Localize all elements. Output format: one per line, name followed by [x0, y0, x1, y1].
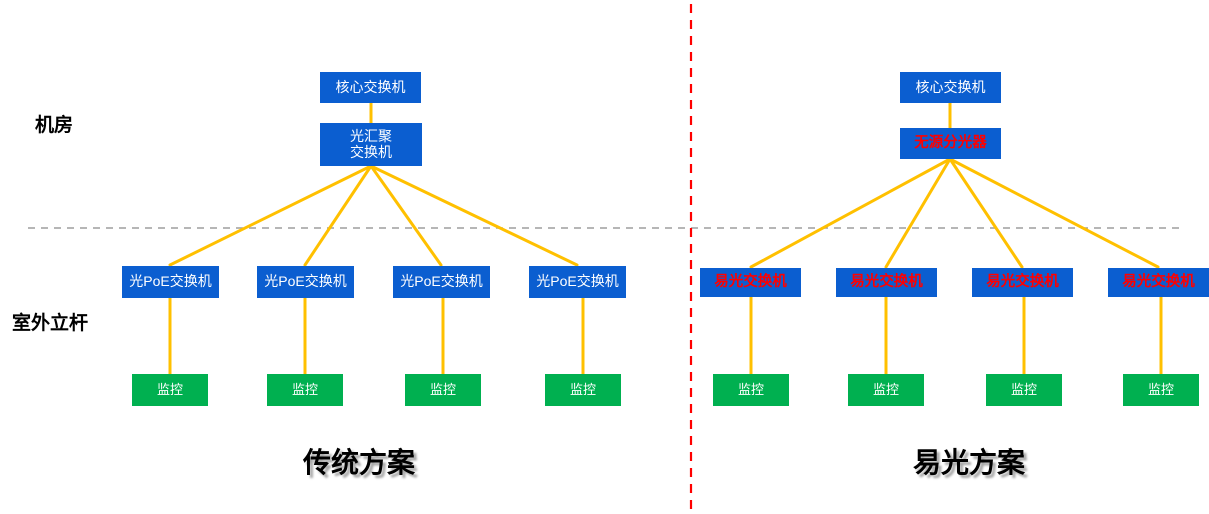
node-right-yiguang-switch-2[interactable]: 易光交换机 — [836, 268, 937, 297]
node-left-poe-switch-3[interactable]: 光PoE交换机 — [393, 266, 490, 298]
node-left-core-switch[interactable]: 核心交换机 — [320, 72, 421, 103]
node-right-yiguang-switch-3[interactable]: 易光交换机 — [972, 268, 1073, 297]
node-right-camera-4[interactable]: 监控 — [1123, 374, 1199, 406]
link-right-splitter-sw1 — [749, 157, 952, 269]
node-right-camera-3[interactable]: 监控 — [986, 374, 1062, 406]
node-right-camera-2[interactable]: 监控 — [848, 374, 924, 406]
node-left-camera-4[interactable]: 监控 — [545, 374, 621, 406]
link-left-agg-sw4 — [369, 164, 579, 267]
link-right-splitter-sw2 — [884, 157, 952, 269]
node-left-aggregation-switch-line1: 光汇聚 — [350, 127, 392, 144]
node-left-camera-3[interactable]: 监控 — [405, 374, 481, 406]
node-left-aggregation-switch[interactable]: 光汇聚 交换机 — [320, 123, 422, 166]
node-right-yiguang-switch-1[interactable]: 易光交换机 — [700, 268, 801, 297]
node-left-poe-switch-4[interactable]: 光PoE交换机 — [529, 266, 626, 298]
link-right-splitter-sw3 — [948, 157, 1024, 269]
link-right-splitter-sw4 — [948, 157, 1160, 269]
node-right-camera-1[interactable]: 监控 — [713, 374, 789, 406]
node-left-camera-2[interactable]: 监控 — [267, 374, 343, 406]
node-left-poe-switch-2[interactable]: 光PoE交换机 — [257, 266, 354, 298]
node-right-passive-optical-splitter[interactable]: 无源分光器 — [900, 128, 1001, 159]
zone-label-outdoor-pole: 室外立杆 — [12, 313, 89, 334]
scheme-title-traditional: 传统方案 — [303, 447, 416, 478]
zone-label-machine-room: 机房 — [35, 115, 74, 136]
link-left-agg-sw1 — [168, 164, 373, 267]
node-left-camera-1[interactable]: 监控 — [132, 374, 208, 406]
link-left-agg-sw2 — [303, 164, 373, 267]
node-right-yiguang-switch-4[interactable]: 易光交换机 — [1108, 268, 1209, 297]
link-left-agg-sw3 — [369, 164, 443, 267]
scheme-title-yiguang: 易光方案 — [913, 447, 1026, 478]
node-right-core-switch[interactable]: 核心交换机 — [900, 72, 1001, 103]
node-left-aggregation-switch-line2: 交换机 — [350, 143, 392, 160]
node-left-poe-switch-1[interactable]: 光PoE交换机 — [122, 266, 219, 298]
